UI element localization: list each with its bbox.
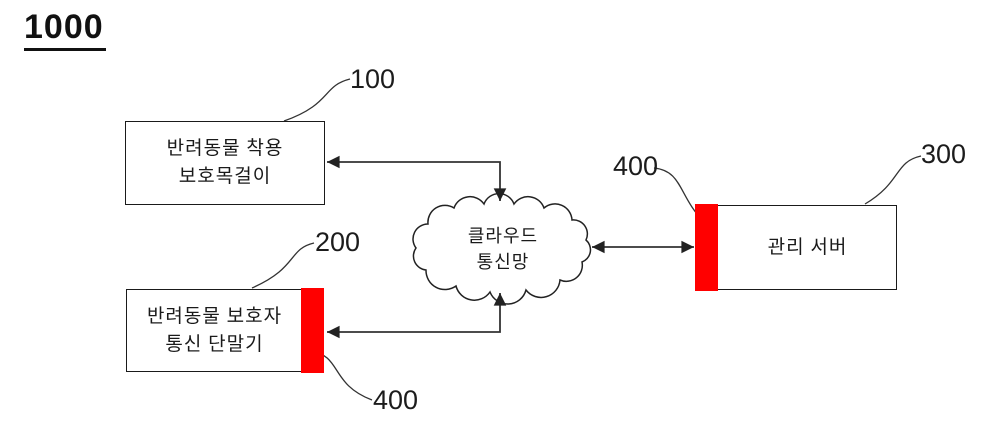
pet-collar-label: 반려동물 착용 보호목걸이 — [167, 135, 284, 190]
leader-300 — [864, 155, 922, 205]
ref-label-300: 300 — [921, 139, 967, 169]
ref-label-200: 200 — [315, 227, 361, 257]
guardian-terminal-label-line1: 반려동물 보호자 — [146, 305, 283, 327]
cloud-network-label: 클라우드 통신망 — [414, 203, 592, 295]
connector-collar-cloud — [326, 155, 507, 201]
node-pet-collar: 반려동물 착용 보호목걸이 — [125, 121, 325, 205]
cloud-network-label-line2: 통신망 — [476, 252, 530, 272]
communication-module-strip — [695, 204, 719, 291]
node-guardian-terminal: 반려동물 보호자 통신 단말기 — [126, 288, 324, 373]
communication-module-strip — [300, 288, 324, 373]
ref-label-400-terminal: 400 — [373, 385, 419, 415]
connector-cloud-terminal — [326, 292, 507, 339]
ref-label-400-server: 400 — [613, 151, 659, 181]
cloud-network-label-line1: 클라우드 — [467, 225, 539, 246]
leader-200 — [251, 242, 315, 289]
guardian-terminal-label: 반려동물 보호자 통신 단말기 — [147, 303, 302, 358]
node-management-server: 관리 서버 — [695, 204, 897, 291]
pet-collar-label-line2: 보호목걸이 — [178, 166, 272, 187]
leader-100 — [283, 78, 351, 122]
figure-number: 1000 — [24, 9, 106, 51]
pet-collar-label-line1: 반려동물 착용 — [166, 138, 284, 160]
ref-label-100: 100 — [350, 64, 396, 94]
management-server-label: 관리 서버 — [767, 236, 848, 258]
guardian-terminal-label-line2: 통신 단말기 — [165, 333, 264, 355]
